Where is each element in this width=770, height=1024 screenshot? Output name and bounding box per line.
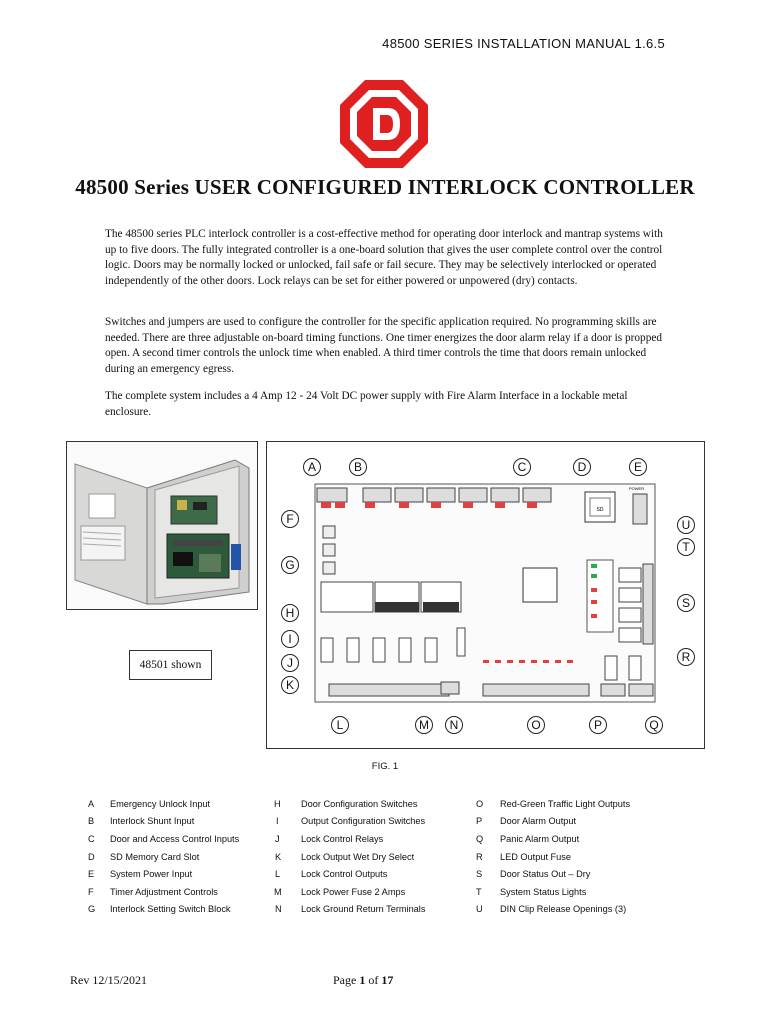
config-paragraph: Switches and jumpers are used to configu…: [105, 316, 663, 375]
callout-M: M: [415, 716, 433, 734]
callout-F: F: [281, 510, 299, 528]
legend-row: D SD Memory Card Slot K Lock Output Wet …: [0, 850, 770, 867]
legend-key: D: [88, 852, 95, 862]
legend-row: G Interlock Setting Switch Block N Lock …: [0, 902, 770, 919]
legend-row: F Timer Adjustment Controls M Lock Power…: [0, 885, 770, 902]
legend-text: Door Status Out – Dry: [500, 869, 591, 879]
callout-O: O: [527, 716, 545, 734]
callout-A: A: [303, 458, 321, 476]
legend-text: Interlock Shunt Input: [110, 816, 195, 826]
legend-text: Panic Alarm Output: [500, 834, 580, 844]
legend-text: Interlock Setting Switch Block: [110, 904, 231, 914]
legend-key: S: [476, 869, 483, 879]
legend-key: P: [476, 816, 483, 826]
legend-key: O: [476, 799, 484, 809]
figure-caption: FIG. 1: [371, 761, 399, 772]
page-header: 48500 SERIES INSTALLATION MANUAL 1.6.5: [382, 36, 665, 51]
callout-S: S: [677, 594, 695, 612]
legend-key: M: [274, 887, 282, 897]
callout-R: R: [677, 648, 695, 666]
legend-text: Door and Access Control Inputs: [110, 834, 240, 844]
legend-key: A: [88, 799, 95, 809]
callout-T: T: [677, 538, 695, 556]
legend-row: C Door and Access Control Inputs J Lock …: [0, 832, 770, 849]
legend-key: J: [275, 834, 280, 844]
legend-text: DIN Clip Release Openings (3): [500, 904, 627, 914]
legend-text: SD Memory Card Slot: [110, 852, 200, 862]
callout-K: K: [281, 676, 299, 694]
legend-key: K: [275, 852, 282, 862]
legend-text: Timer Adjustment Controls: [110, 887, 218, 897]
legend-key: N: [275, 904, 282, 914]
callout-B: B: [349, 458, 367, 476]
callout-H: H: [281, 604, 299, 622]
legend-key: L: [275, 869, 281, 879]
page-number: Page 1 of 17: [333, 973, 394, 987]
legend-text: Lock Control Outputs: [301, 869, 388, 879]
legend-key: U: [476, 904, 483, 914]
legend-key: T: [476, 887, 482, 897]
legend-text: Lock Ground Return Terminals: [301, 904, 426, 914]
legend-text: Door Configuration Switches: [301, 799, 418, 809]
callout-Q: Q: [645, 716, 663, 734]
callout-D: D: [573, 458, 591, 476]
legend-key: C: [88, 834, 95, 844]
legend-text: Red-Green Traffic Light Outputs: [500, 799, 631, 809]
sd-label: SD: [597, 507, 604, 513]
legend-text: LED Output Fuse: [500, 852, 571, 862]
board-diagram: SD POWER: [266, 441, 705, 749]
legend-text: Lock Control Relays: [301, 834, 384, 844]
legend-text: System Power Input: [110, 869, 193, 879]
intro-paragraph: The 48500 series PLC interlock controlle…: [105, 228, 663, 287]
callout-N: N: [445, 716, 463, 734]
legend-row: B Interlock Shunt Input I Output Configu…: [0, 814, 770, 831]
document-title: 48500 Series USER CONFIGURED INTERLOCK C…: [75, 175, 695, 199]
revision-date: Rev 12/15/2021: [70, 973, 147, 987]
callout-G: G: [281, 556, 299, 574]
system-paragraph: The complete system includes a 4 Amp 12 …: [105, 390, 628, 418]
company-logo: [340, 80, 428, 168]
legend-key: E: [88, 869, 95, 879]
legend-key: R: [476, 852, 483, 862]
callout-I: I: [281, 630, 299, 648]
legend-row: A Emergency Unlock Input H Door Configur…: [0, 797, 770, 814]
legend-text: Lock Power Fuse 2 Amps: [301, 887, 406, 897]
legend-key: B: [88, 816, 95, 826]
callout-U: U: [677, 516, 695, 534]
power-label: POWER: [629, 486, 644, 491]
legend-key: I: [276, 816, 279, 826]
legend-key: F: [88, 887, 94, 897]
legend-text: Door Alarm Output: [500, 816, 577, 826]
legend-text: Emergency Unlock Input: [110, 799, 211, 809]
legend-text: Output Configuration Switches: [301, 816, 426, 826]
callout-E: E: [629, 458, 647, 476]
legend-key: G: [88, 904, 96, 914]
callout-L: L: [331, 716, 349, 734]
legend-key: Q: [476, 834, 484, 844]
photo-caption: 48501 shown: [129, 650, 212, 680]
legend-text: Lock Output Wet Dry Select: [301, 852, 415, 862]
legend-row: E System Power Input L Lock Control Outp…: [0, 867, 770, 884]
product-photo: [66, 441, 258, 610]
legend-text: System Status Lights: [500, 887, 587, 897]
callout-P: P: [589, 716, 607, 734]
top-terminal-blocks: [316, 487, 552, 508]
callout-C: C: [513, 458, 531, 476]
legend-key: H: [274, 799, 281, 809]
callout-J: J: [281, 654, 299, 672]
